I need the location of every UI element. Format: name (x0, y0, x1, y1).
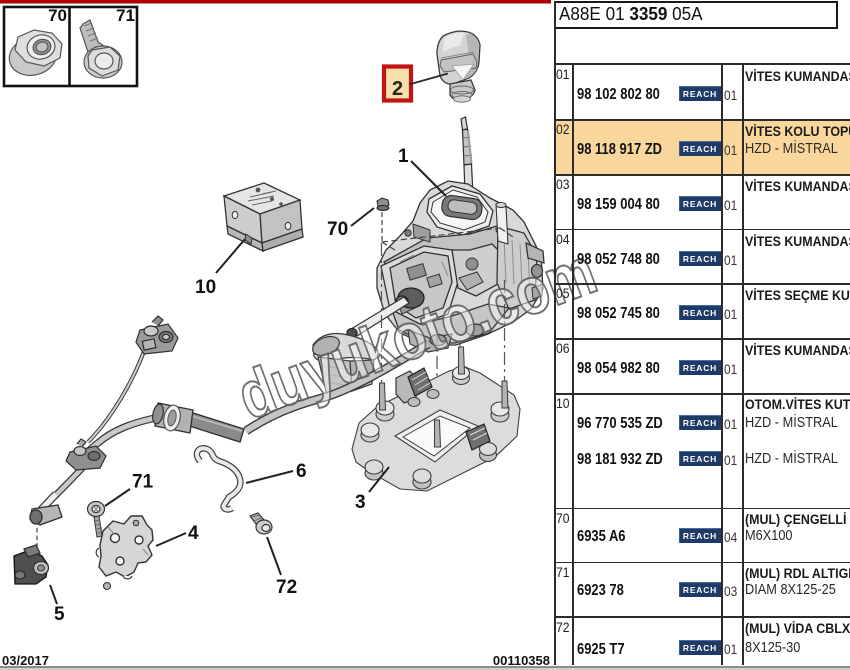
svg-text:71: 71 (132, 472, 154, 493)
svg-text:10: 10 (195, 277, 216, 298)
svg-text:6: 6 (296, 461, 307, 482)
svg-text:4: 4 (188, 523, 199, 544)
svg-text:72: 72 (276, 577, 297, 598)
svg-text:70: 70 (327, 219, 348, 240)
svg-text:71: 71 (116, 6, 135, 25)
svg-text:70: 70 (48, 6, 67, 25)
svg-text:2: 2 (392, 78, 403, 100)
svg-text:3: 3 (355, 492, 366, 513)
svg-text:1: 1 (398, 146, 409, 167)
svg-text:5: 5 (54, 604, 65, 625)
